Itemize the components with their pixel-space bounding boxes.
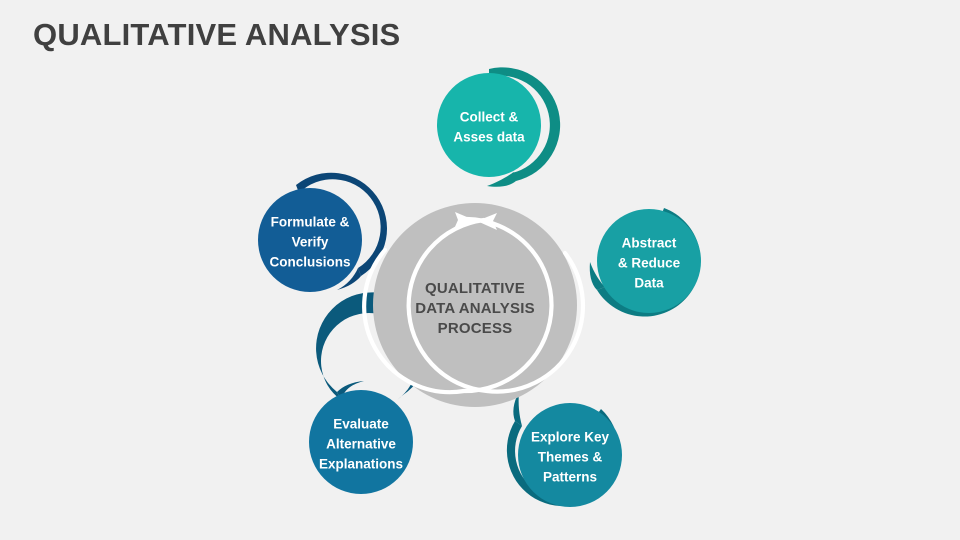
hub-label-line1: QUALITATIVE xyxy=(425,280,525,297)
node-abstract-reduce-data-tail-hook xyxy=(589,262,605,290)
node-formulate-verify-conclusions-line3: Conclusions xyxy=(269,255,350,270)
node-collect-asses-data-line1: Collect & xyxy=(460,110,519,125)
hub-qualitative-data-analysis-process[interactable]: QUALITATIVE DATA ANALYSIS PROCESS xyxy=(362,203,585,407)
node-abstract-reduce-data[interactable]: Abstract & Reduce Data xyxy=(589,208,701,317)
hub-label-line3: PROCESS xyxy=(438,320,513,337)
node-evaluate-alternative-explanations-tail-hook xyxy=(337,381,364,400)
node-formulate-verify-conclusions-line1: Formulate & xyxy=(271,215,350,230)
node-formulate-verify-conclusions-line2: Verify xyxy=(292,235,329,250)
node-abstract-reduce-data-line3: Data xyxy=(634,276,664,291)
node-collect-asses-data[interactable]: Collect & Asses data xyxy=(437,67,561,187)
node-abstract-reduce-data-line1: Abstract xyxy=(622,236,677,251)
node-explore-key-themes-patterns-tail xyxy=(506,409,619,507)
node-collect-asses-data-line2: Asses data xyxy=(453,130,525,145)
node-formulate-verify-conclusions[interactable]: Formulate & Verify Conclusions xyxy=(258,172,388,292)
node-formulate-verify-conclusions-tail-hook xyxy=(337,268,361,290)
node-collect-asses-data-tail xyxy=(489,67,561,181)
node-explore-key-themes-patterns-line3: Patterns xyxy=(543,470,597,485)
node-formulate-verify-conclusions-tail xyxy=(296,172,388,276)
node-explore-key-themes-patterns-line1: Explore Key xyxy=(531,430,610,445)
hub-arrow-right-head-icon xyxy=(477,213,497,230)
node-abstract-reduce-data-line2: & Reduce xyxy=(618,256,681,271)
page-title: QUALITATIVE ANALYSIS xyxy=(33,17,401,52)
node-abstract-reduce-data-circle[interactable] xyxy=(597,209,701,313)
node-formulate-verify-conclusions-circle[interactable] xyxy=(258,188,362,292)
hub-arrow-right-arc xyxy=(406,217,585,394)
node-explore-key-themes-patterns-circle[interactable] xyxy=(518,403,622,507)
node-evaluate-alternative-explanations-line1: Evaluate xyxy=(333,417,389,432)
hub-label-line2: DATA ANALYSIS xyxy=(415,300,535,317)
node-explore-key-themes-patterns-line2: Themes & xyxy=(538,450,603,465)
node-evaluate-alternative-explanations-line2: Alternative xyxy=(326,437,396,452)
node-collect-asses-data-circle[interactable] xyxy=(437,73,541,177)
node-collect-asses-data-tail-hook xyxy=(487,172,516,187)
node-evaluate-alternative-explanations[interactable]: Evaluate Alternative Explanations xyxy=(309,292,429,494)
node-evaluate-alternative-explanations-line3: Explanations xyxy=(319,457,403,472)
node-explore-key-themes-patterns-tail-hook xyxy=(513,392,522,426)
node-explore-key-themes-patterns[interactable]: Explore Key Themes & Patterns xyxy=(506,392,622,507)
node-evaluate-alternative-explanations-circle[interactable] xyxy=(309,390,413,494)
